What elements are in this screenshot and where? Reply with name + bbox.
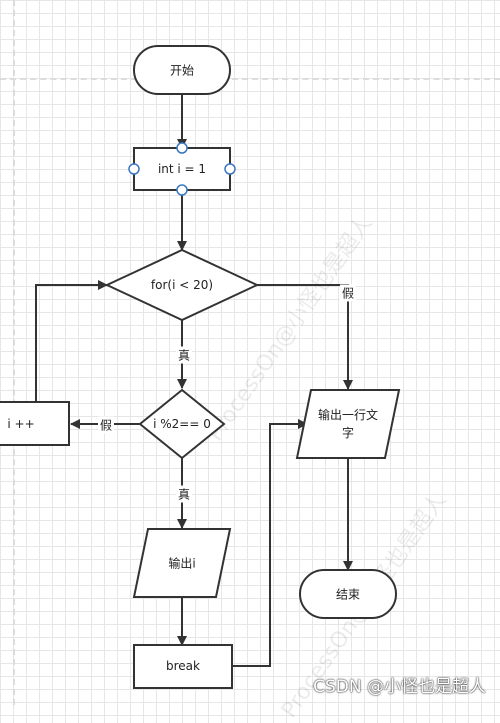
footer-credit: CSDN @小怪也是超人 bbox=[313, 677, 486, 697]
end-node[interactable] bbox=[299, 569, 397, 619]
edge-loop-false-to-output bbox=[257, 284, 353, 390]
canvas-guide-vertical bbox=[13, 0, 15, 705]
edge-label-loop-false: 假 bbox=[339, 284, 357, 302]
output-text-node[interactable] bbox=[295, 389, 401, 459]
loop-condition-node[interactable] bbox=[104, 248, 260, 322]
edge-break-to-output-text bbox=[232, 419, 308, 667]
edge-label-loop-true: 真 bbox=[175, 346, 193, 364]
selection-handle-left[interactable] bbox=[128, 163, 140, 175]
output-i-node[interactable] bbox=[132, 528, 232, 598]
selection-handle-bottom[interactable] bbox=[176, 184, 188, 196]
mod-condition-node[interactable] bbox=[138, 388, 226, 460]
selection-handle-right[interactable] bbox=[224, 163, 236, 175]
selection-handle-top[interactable] bbox=[176, 142, 188, 154]
edge-label-mod-false: 假 bbox=[97, 416, 115, 434]
flowchart-canvas bbox=[0, 45, 401, 689]
break-node[interactable] bbox=[133, 644, 233, 689]
canvas-guide-horizontal bbox=[0, 78, 500, 80]
increment-node[interactable] bbox=[0, 401, 70, 446]
init-node[interactable] bbox=[133, 147, 231, 191]
edge-label-mod-true: 真 bbox=[175, 485, 193, 503]
start-node[interactable] bbox=[133, 45, 231, 95]
edge-increment-back-to-loop bbox=[35, 280, 108, 402]
